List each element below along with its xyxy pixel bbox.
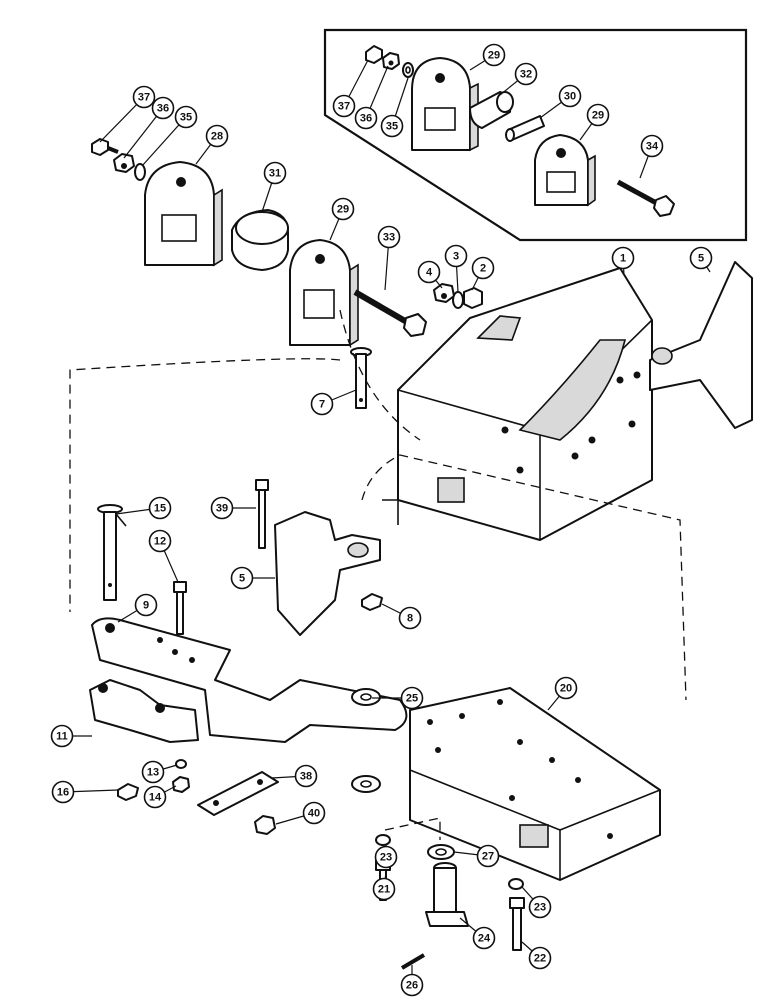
callout-label: 29 <box>488 50 500 62</box>
callout-circle <box>586 103 610 127</box>
callout-circle <box>132 85 156 109</box>
inset-detail-frame <box>323 28 748 242</box>
drawbar <box>89 617 408 743</box>
callout-label: 32 <box>520 69 532 81</box>
callout-label: 2 <box>480 263 486 275</box>
callout-circle <box>354 106 378 130</box>
callout-label: 16 <box>57 787 69 799</box>
callout-label: 33 <box>383 232 395 244</box>
callout-circle <box>444 244 468 268</box>
callout-label: 38 <box>300 771 312 783</box>
callout-circle <box>151 96 175 120</box>
callout-circle <box>400 973 424 997</box>
callout-label: 40 <box>308 808 320 820</box>
callout-circle <box>398 606 422 630</box>
callout-label: 37 <box>138 92 150 104</box>
lower-left-hardware <box>117 688 381 835</box>
callout-circle <box>263 161 287 185</box>
callout-circle <box>528 895 552 919</box>
callout-circle <box>689 246 713 270</box>
callout-circle <box>51 780 75 804</box>
callout-label: 22 <box>534 953 546 965</box>
callout-label: 37 <box>338 101 350 113</box>
callout-circle <box>400 686 424 710</box>
callout-label: 7 <box>319 399 325 411</box>
callout-circle <box>377 225 401 249</box>
callout-label: 9 <box>143 600 149 612</box>
callout-circle <box>476 844 500 868</box>
callout-label: 23 <box>534 902 546 914</box>
callout-circle <box>514 62 538 86</box>
callout-label: 15 <box>154 503 166 515</box>
callout-circle <box>332 94 356 118</box>
callout-label: 31 <box>269 168 281 180</box>
callout-circle <box>554 676 578 700</box>
lower-plate <box>409 687 661 881</box>
callout-label: 36 <box>157 103 169 115</box>
callout-circle <box>230 566 254 590</box>
callout-label: 12 <box>154 536 166 548</box>
callout-circle <box>310 392 334 416</box>
callout-label: 8 <box>407 613 413 625</box>
callout-circle <box>471 256 495 280</box>
main-bracket <box>382 261 753 541</box>
callout-label: 4 <box>426 267 433 279</box>
callout-circle <box>380 114 404 138</box>
callout-label: 5 <box>698 253 704 265</box>
callout-label: 11 <box>56 731 68 743</box>
callout-circle <box>472 926 496 950</box>
callout-label: 30 <box>564 91 576 103</box>
callout-circle <box>482 43 506 67</box>
callout-circle <box>372 877 396 901</box>
callout-label: 1 <box>620 253 626 265</box>
callout-circle <box>143 785 167 809</box>
callout-label: 34 <box>646 141 659 153</box>
center-bracket <box>274 511 381 636</box>
callout-circle <box>417 260 441 284</box>
callout-label: 29 <box>592 110 604 122</box>
callout-circle <box>611 246 635 270</box>
callout-label: 35 <box>180 112 192 124</box>
callout-label: 23 <box>380 852 392 864</box>
callout-label: 5 <box>239 573 245 585</box>
callout-circle <box>141 760 165 784</box>
callout-label: 28 <box>211 131 223 143</box>
callout-label: 36 <box>360 113 372 125</box>
assembly-dashed-line-left <box>69 358 341 612</box>
callout-label: 21 <box>378 884 390 896</box>
callout-circle <box>174 105 198 129</box>
callout-label: 20 <box>560 683 572 695</box>
callout-circle <box>148 529 172 553</box>
callout-label: 35 <box>386 121 398 133</box>
callout-label: 29 <box>337 204 349 216</box>
callout-circle <box>331 197 355 221</box>
callout-circle <box>50 724 74 748</box>
callout-label: 39 <box>216 503 228 515</box>
inset-parts <box>365 45 675 217</box>
callout-label: 3 <box>453 251 459 263</box>
pins <box>97 347 383 635</box>
callout-circle <box>558 84 582 108</box>
callout-circle <box>528 946 552 970</box>
callout-circle <box>374 845 398 869</box>
upper-left-parts <box>91 138 483 347</box>
callout-label: 13 <box>147 767 159 779</box>
assembly-dashed-line-right <box>361 454 687 701</box>
callout-label: 14 <box>149 792 162 804</box>
callout-circle <box>294 764 318 788</box>
callout-label: 25 <box>406 693 418 705</box>
callout-circle <box>210 496 234 520</box>
callout-label: 26 <box>406 980 418 992</box>
callout-circle <box>205 124 229 148</box>
callout-circle <box>302 801 326 825</box>
callout-label: 24 <box>478 933 491 945</box>
callout-circle <box>640 134 664 158</box>
callout-circle <box>148 496 172 520</box>
callout-circle <box>134 593 158 617</box>
callout-label: 27 <box>482 851 494 863</box>
